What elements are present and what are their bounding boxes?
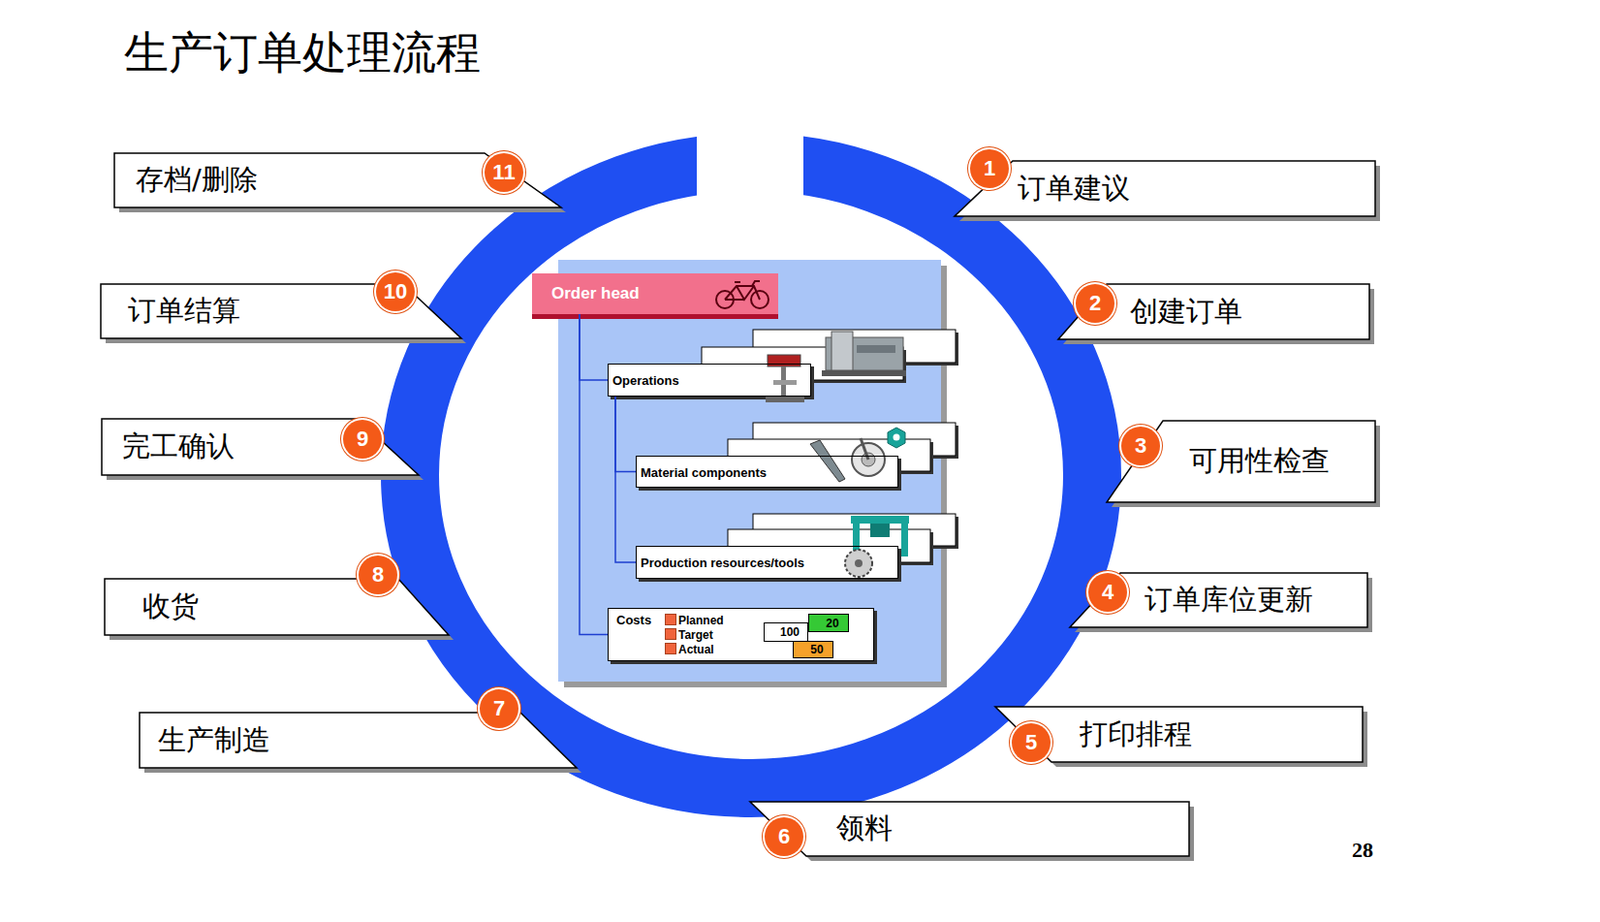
page-title: 生产订单处理流程 [124, 23, 481, 84]
lathe-icon [856, 345, 896, 353]
drill-press-icon [773, 379, 797, 385]
box-label: 100 [772, 625, 808, 639]
legend-entry: Planned [664, 613, 724, 628]
step-shape [101, 418, 419, 475]
drill-press-icon [765, 354, 805, 403]
callout-number: 9 [343, 419, 382, 459]
order-head-fill [532, 273, 779, 314]
legend-label: Target [678, 627, 714, 642]
screw-disc-nut-icons [810, 439, 846, 482]
step-outline [750, 801, 1190, 856]
operation-cards [607, 363, 812, 397]
box-label: Order head [551, 283, 640, 304]
step-shape [1106, 420, 1376, 502]
bom-card: Production resources/tools [635, 545, 899, 579]
legend-swatch [664, 642, 677, 655]
box-label: Operations [612, 373, 680, 388]
bicycle-icon [716, 281, 769, 309]
gantry-saw-icons [870, 523, 890, 537]
gantry-saw-icons [901, 515, 909, 557]
step-shape [750, 801, 1190, 856]
step-shape [114, 153, 562, 208]
step-label: 订单库位更新 [1144, 580, 1314, 620]
tree-connector [579, 313, 608, 635]
box-label: Production resources/tools [640, 555, 805, 570]
step-box: 收货 [104, 578, 449, 635]
bicycle-icon [724, 281, 760, 300]
legend-entry: Target [664, 627, 714, 642]
callout-number: 3 [1121, 426, 1161, 466]
operation-cards [607, 329, 959, 400]
bom-card: Material components [635, 455, 899, 488]
tree-connector [579, 313, 608, 380]
screw-disc-nut-icons [893, 434, 901, 441]
legend-entry: Actual [664, 642, 715, 657]
callout-number: 8 [358, 555, 398, 595]
step-shape [1069, 572, 1368, 628]
legend-swatch [664, 613, 677, 626]
callout-number: 2 [1075, 283, 1115, 323]
order-panel [558, 259, 947, 688]
step-label: 订单建议 [1017, 169, 1130, 209]
step-shape [954, 160, 1376, 217]
box-label: Material components [640, 464, 767, 479]
costs-fill [607, 607, 878, 664]
gantry-saw-icons [845, 549, 873, 577]
step-shape [1058, 283, 1370, 340]
legend-swatch [664, 627, 677, 640]
value-box: 50 [792, 640, 834, 659]
lathe-icon [831, 331, 853, 371]
page-number: 28 [1351, 837, 1374, 863]
box-label: Costs [616, 612, 652, 628]
drill-press-icon [767, 354, 801, 367]
drill-press-icon [765, 395, 805, 403]
step-label: 存档/删除 [135, 160, 258, 200]
tool-cards [635, 545, 899, 579]
screw-disc-nut-icons [887, 427, 906, 448]
step-box: 打印排程 [995, 706, 1363, 762]
gantry-saw-icons [854, 559, 863, 567]
legend-label: Planned [678, 613, 724, 628]
costs-box: Costs 100 20 50 PlannedTargetActual [607, 607, 875, 661]
step-label: 创建订单 [1129, 292, 1243, 332]
step-box: 领料 [750, 801, 1190, 856]
tree-connector [615, 396, 636, 472]
step-label: 生产制造 [157, 721, 271, 760]
callout-number: 6 [764, 816, 804, 856]
lathe-icon [821, 370, 907, 377]
box-label: 20 [816, 616, 848, 630]
legend-label: Actual [678, 642, 715, 657]
tree-connector [615, 396, 636, 563]
bom-card: Operations [607, 363, 812, 397]
step-label: 收货 [142, 587, 199, 627]
step-box: 订单建议 [954, 160, 1376, 217]
value-box: 100 [763, 622, 809, 642]
step-label: 领料 [836, 809, 893, 848]
callout-number: 4 [1088, 572, 1128, 612]
step-label: 可用性检查 [1189, 441, 1330, 481]
order-panel [558, 259, 942, 682]
callout-number: 7 [479, 689, 519, 728]
tool-cards [635, 513, 959, 582]
step-label: 打印排程 [1079, 715, 1193, 754]
lathe-icon [821, 331, 907, 377]
callout-number: 1 [970, 149, 1009, 189]
value-box: 20 [808, 613, 849, 632]
callout-number: 5 [1011, 722, 1051, 762]
step-label: 完工确认 [122, 427, 235, 467]
callout-number: 10 [376, 272, 415, 312]
box-label: 50 [801, 642, 833, 657]
process-ring [409, 161, 1093, 788]
process-ring [696, 112, 804, 214]
material-cards [635, 422, 959, 491]
costs-fill [607, 607, 875, 661]
screw-disc-nut-icons [810, 427, 906, 482]
step-shape [995, 706, 1363, 762]
order-head-fill [532, 273, 779, 319]
step-shape [104, 578, 449, 635]
step-label: 订单结算 [127, 291, 241, 331]
callout-number: 11 [484, 153, 524, 192]
order-head-box: Order head [532, 273, 779, 314]
